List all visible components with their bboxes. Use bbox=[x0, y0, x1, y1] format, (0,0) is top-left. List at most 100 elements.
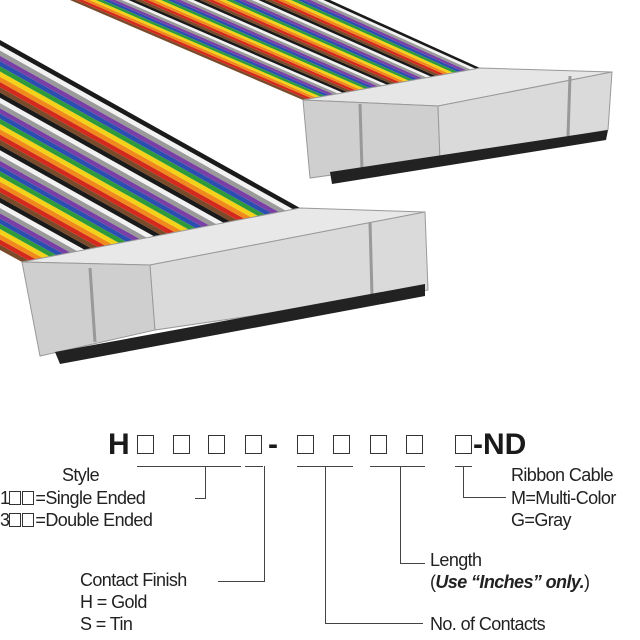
upper-ribbon-cable bbox=[70, 0, 480, 100]
ribbon-wire bbox=[83, 0, 317, 99]
ribbon-wire bbox=[135, 0, 352, 92]
contacts-title: No. of Contacts bbox=[430, 614, 546, 634]
ribbon-wire bbox=[76, 0, 312, 100]
ribbon-wire bbox=[0, 155, 148, 240]
leader-line bbox=[400, 563, 425, 564]
ribbon-wire bbox=[180, 0, 383, 87]
leader-line bbox=[264, 466, 265, 582]
ribbon-wire bbox=[0, 197, 92, 250]
leader-line bbox=[400, 466, 401, 564]
ribbon-title: Ribbon Cable bbox=[511, 465, 613, 485]
ribbon-wire bbox=[0, 55, 280, 214]
ribbon-wire bbox=[213, 0, 405, 83]
ribbon-wire bbox=[89, 0, 321, 98]
ribbon-wire bbox=[0, 129, 182, 233]
ribbon-wire bbox=[109, 0, 334, 96]
ribbon-wire bbox=[0, 187, 106, 248]
ribbon-wire bbox=[0, 45, 294, 211]
leader-line bbox=[195, 498, 206, 499]
ribbon-wire bbox=[206, 0, 401, 84]
ribbon-wire bbox=[102, 0, 330, 96]
leader-line bbox=[205, 466, 206, 499]
ribbon-wire bbox=[122, 0, 343, 94]
ribbon-wire bbox=[0, 87, 238, 222]
ribbon-wire bbox=[219, 0, 410, 82]
ribbon-wire bbox=[0, 171, 127, 244]
ribbon-wire bbox=[265, 0, 441, 76]
ribbon-wire bbox=[0, 124, 189, 231]
length-title: Length bbox=[430, 550, 482, 570]
ribbon-gray: G=Gray bbox=[511, 510, 572, 530]
contact-finish-tin: S = Tin bbox=[80, 614, 133, 634]
length-note: (Use “Inches” only.) bbox=[430, 572, 590, 592]
ribbon-wire bbox=[115, 0, 339, 95]
ribbon-wire bbox=[0, 239, 36, 261]
ribbon-wire bbox=[317, 0, 476, 70]
ribbon-multi: M=Multi-Color bbox=[511, 488, 616, 508]
ribbon-wire bbox=[0, 134, 175, 234]
ribbon-wire bbox=[0, 181, 113, 246]
ribbon-wire bbox=[0, 82, 245, 221]
ribbon-wire bbox=[0, 40, 300, 210]
style-single: 1=Single Ended bbox=[0, 488, 146, 508]
ribbon-wire bbox=[0, 139, 168, 235]
ribbon-wire bbox=[0, 150, 154, 238]
ribbon-wire bbox=[0, 244, 29, 262]
finish-box bbox=[245, 435, 262, 454]
leader-line bbox=[370, 466, 425, 467]
length-box bbox=[370, 435, 387, 454]
ribbon-wire bbox=[304, 0, 467, 72]
ribbon-wire bbox=[0, 92, 231, 223]
ribbon-wire bbox=[252, 0, 432, 78]
style-digit-box bbox=[173, 435, 190, 454]
ribbon-wire bbox=[0, 160, 141, 241]
leader-line bbox=[325, 623, 423, 624]
lower-connector bbox=[21, 207, 429, 364]
ribbon-wire bbox=[154, 0, 365, 90]
length-box bbox=[406, 435, 423, 454]
ribbon-wire bbox=[0, 234, 43, 260]
ribbon-wire bbox=[128, 0, 348, 93]
contact-finish-gold: H = Gold bbox=[80, 592, 147, 612]
ribbon-wire bbox=[258, 0, 436, 77]
upper-connector bbox=[302, 67, 613, 184]
contacts-box bbox=[297, 435, 314, 454]
style-digit-box bbox=[208, 435, 225, 454]
ribbon-wire bbox=[0, 97, 224, 225]
leader-line bbox=[137, 466, 241, 467]
ribbon-wire bbox=[0, 166, 134, 242]
style-double: 3=Double Ended bbox=[0, 510, 153, 530]
ribbon-wire bbox=[193, 0, 392, 85]
ribbon-box bbox=[455, 435, 472, 454]
ribbon-wire bbox=[0, 61, 273, 215]
ribbon-wire bbox=[271, 0, 445, 76]
leader-line bbox=[325, 466, 326, 624]
ribbon-wire bbox=[148, 0, 361, 91]
ribbon-wire bbox=[0, 50, 287, 213]
ribbon-wire bbox=[0, 71, 259, 218]
ribbon-wire bbox=[323, 0, 480, 69]
leader-line bbox=[463, 497, 506, 498]
contacts-box bbox=[333, 435, 350, 454]
ribbon-wire bbox=[187, 0, 388, 86]
ribbon-wire bbox=[70, 0, 308, 100]
ribbon-wire bbox=[0, 113, 203, 229]
leader-line bbox=[245, 466, 263, 467]
part-number-suffix: -ND bbox=[473, 428, 527, 461]
ribbon-wire bbox=[0, 202, 85, 252]
ribbon-wire bbox=[297, 0, 463, 72]
ribbon-wire bbox=[0, 118, 196, 230]
ribbon-wire bbox=[245, 0, 427, 79]
ribbon-wire bbox=[0, 208, 78, 253]
ribbon-wire bbox=[0, 213, 71, 254]
ribbon-wire bbox=[174, 0, 379, 88]
ribbon-wire bbox=[0, 103, 217, 226]
ribbon-wire bbox=[0, 176, 120, 245]
style-digit-box bbox=[137, 435, 154, 454]
ribbon-wire bbox=[278, 0, 449, 75]
ribbon-wire bbox=[0, 108, 210, 227]
ribbon-wire bbox=[0, 218, 64, 256]
ribbon-wire bbox=[167, 0, 374, 88]
ribbon-wire bbox=[200, 0, 396, 84]
